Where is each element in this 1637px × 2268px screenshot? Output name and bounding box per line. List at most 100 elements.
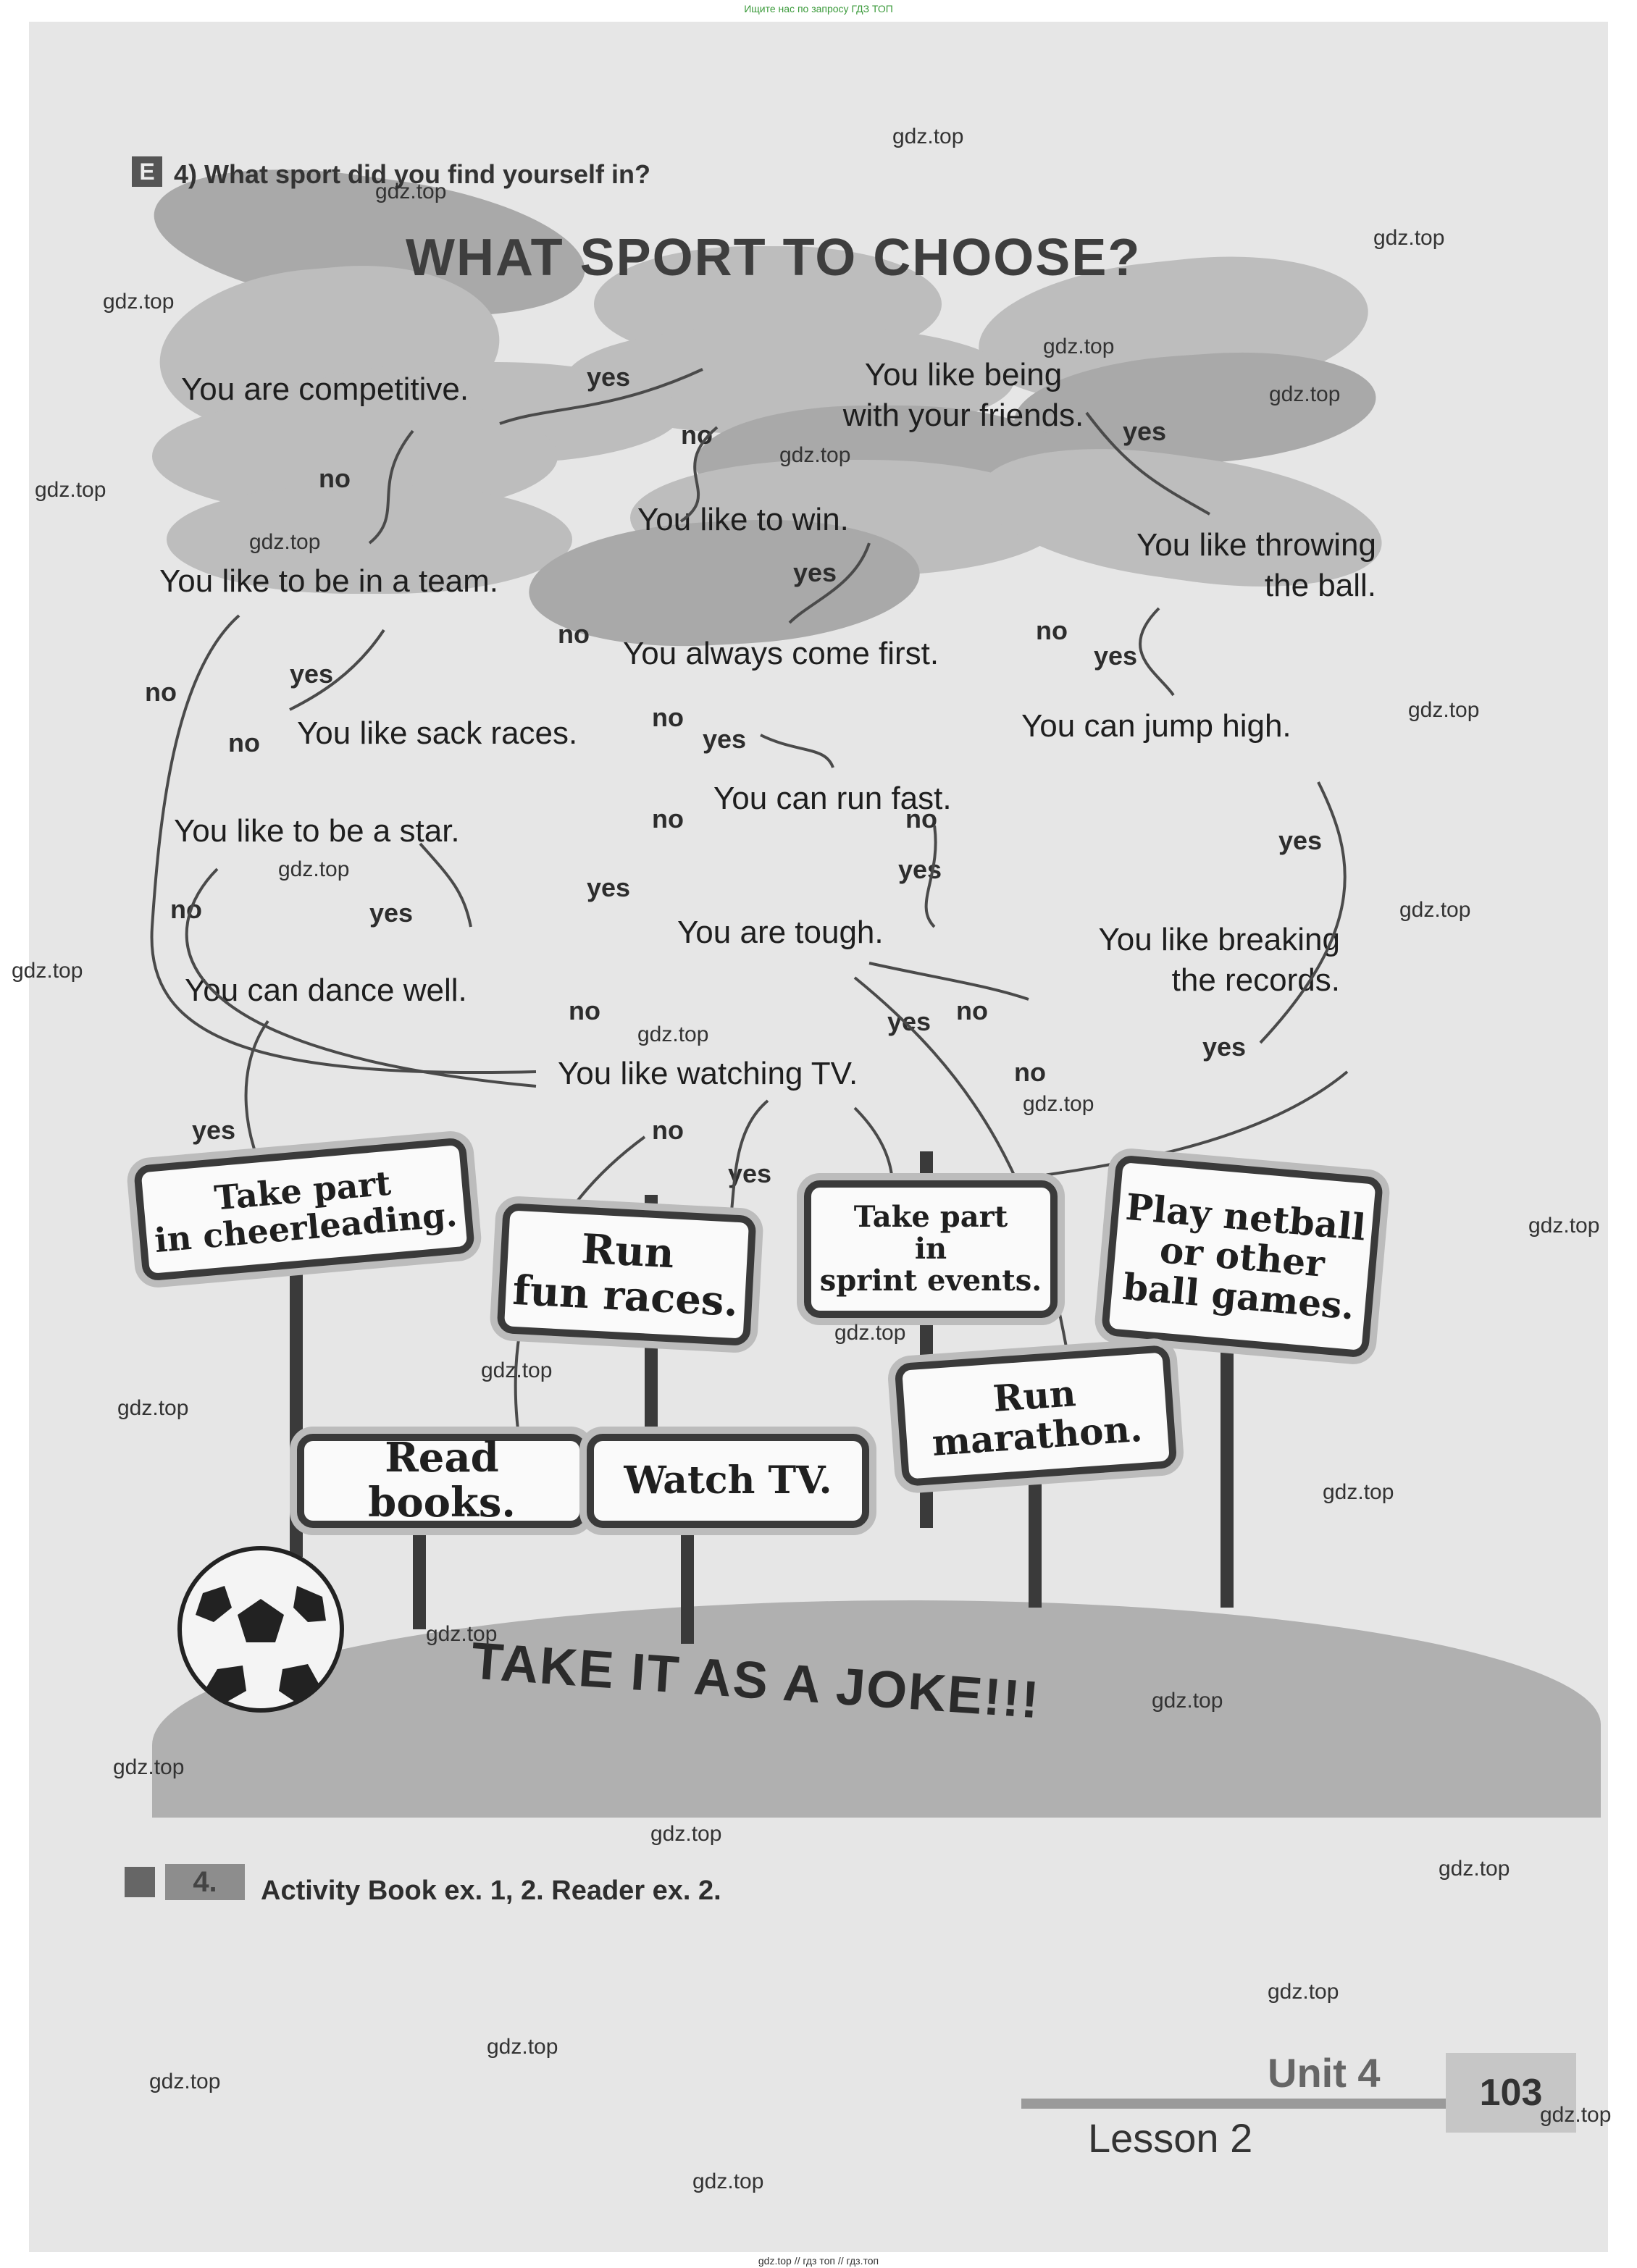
- page-number: 103: [1446, 2053, 1576, 2133]
- watermark: gdz.top: [779, 443, 851, 467]
- label-no: no: [1036, 616, 1068, 645]
- arrow-path: [1139, 607, 1175, 697]
- top-banner: Ищите нас по запросу ГДЗ ТОП: [744, 3, 893, 14]
- activity-number: 4.: [165, 1864, 245, 1900]
- label-yes: yes: [1123, 416, 1167, 446]
- activity-text: Activity Book ex. 1, 2. Reader ex. 2.: [261, 1876, 721, 1906]
- arrow-path: [419, 842, 472, 928]
- watermark: gdz.top: [1269, 382, 1341, 406]
- arrow-path: [1085, 411, 1210, 516]
- node-tough: You are tough.: [677, 915, 884, 950]
- arrow-path: [185, 868, 537, 1088]
- watermark: gdz.top: [12, 959, 83, 983]
- label-yes: yes: [1202, 1032, 1247, 1062]
- label-no: no: [319, 463, 351, 493]
- watermark: gdz.top: [426, 1622, 498, 1646]
- exercise-title: 4) What sport did you find yourself in?: [174, 159, 650, 189]
- arrow-path: [868, 962, 1029, 1001]
- arrow-path: [499, 368, 703, 425]
- watermark: gdz.top: [637, 1022, 709, 1046]
- label-yes: yes: [1094, 641, 1138, 671]
- watermark: gdz.top: [487, 2035, 558, 2059]
- sign-post: [1029, 1477, 1042, 1608]
- label-no: no: [652, 702, 684, 732]
- arrow-path: [788, 542, 871, 624]
- watermark: gdz.top: [1540, 2103, 1612, 2127]
- label-no: no: [228, 728, 260, 757]
- arrow-path: [368, 429, 414, 545]
- label-yes: yes: [290, 659, 334, 689]
- textbook-page: E 4) What sport did you find yourself in…: [29, 22, 1608, 2252]
- soccer-ball-icon: [177, 1546, 344, 1713]
- watermark: gdz.top: [1528, 1214, 1600, 1238]
- watermark: gdz.top: [149, 2070, 221, 2093]
- label-yes: yes: [1278, 826, 1323, 855]
- label-yes: yes: [587, 873, 631, 902]
- watermark: gdz.top: [1439, 1857, 1510, 1881]
- node-star: You like to be a star.: [174, 813, 460, 849]
- arrow-path: [150, 614, 537, 1075]
- watermark: gdz.top: [1323, 1480, 1394, 1504]
- sign-watch-tv: Watch TV.: [587, 1434, 869, 1528]
- sign-read-books: Read books.: [297, 1434, 587, 1528]
- watermark: gdz.top: [692, 2170, 764, 2193]
- sign-post: [1221, 1296, 1234, 1608]
- label-no: no: [905, 804, 937, 833]
- arrow-path: [289, 629, 385, 711]
- label-yes: yes: [703, 724, 747, 754]
- node-runfast: You can run fast.: [713, 781, 952, 816]
- sign-post: [413, 1506, 426, 1629]
- watermark: gdz.top: [1023, 1092, 1094, 1116]
- label-no: no: [558, 619, 590, 649]
- watermark: gdz.top: [249, 530, 321, 554]
- label-yes: yes: [587, 362, 631, 392]
- label-no: no: [652, 804, 684, 833]
- label-yes: yes: [793, 558, 837, 587]
- label-yes: yes: [192, 1115, 236, 1145]
- watermark: gdz.top: [117, 1396, 189, 1420]
- blob-dance: [167, 485, 572, 594]
- arrow-path: [679, 426, 719, 523]
- watermark: gdz.top: [892, 125, 964, 148]
- label-no: no: [652, 1115, 684, 1145]
- label-yes: yes: [369, 898, 414, 928]
- watermark: gdz.top: [375, 180, 447, 203]
- watermark: gdz.top: [113, 1755, 185, 1779]
- bottom-banner: gdz.top // гдз топ // гдз.топ: [758, 2255, 879, 2267]
- arrow-path: [1259, 781, 1347, 1044]
- exercise-icon: E: [132, 156, 162, 187]
- homework-icon: [125, 1867, 155, 1897]
- arrow-path: [924, 825, 937, 928]
- label-no: no: [1014, 1057, 1046, 1087]
- node-dance: You can dance well.: [185, 973, 467, 1008]
- watermark: gdz.top: [1408, 698, 1480, 722]
- watermark: gdz.top: [1268, 1980, 1339, 2004]
- watermark: gdz.top: [35, 478, 106, 502]
- sign-post: [681, 1513, 694, 1644]
- watermark: gdz.top: [278, 857, 350, 881]
- label-no: no: [956, 996, 988, 1025]
- node-first: You always come first.: [623, 636, 939, 671]
- watermark: gdz.top: [1399, 898, 1471, 922]
- node-tv: You like watching TV.: [558, 1056, 858, 1091]
- node-team: You like to be in a team.: [159, 563, 499, 599]
- lesson-bar: [1021, 2099, 1543, 2109]
- watermark: gdz.top: [481, 1358, 553, 1382]
- watermark: gdz.top: [1043, 335, 1115, 358]
- node-sack: You like sack races.: [297, 715, 578, 751]
- node-jump: You can jump high.: [1021, 708, 1291, 744]
- watermark: gdz.top: [1373, 226, 1445, 250]
- watermark: gdz.top: [103, 290, 175, 314]
- arrow-path: [760, 734, 834, 768]
- node-win: You like to win.: [637, 502, 849, 537]
- watermark: gdz.top: [650, 1822, 722, 1846]
- watermark: gdz.top: [834, 1321, 906, 1345]
- arrow-path: [1006, 1070, 1349, 1182]
- watermark: gdz.top: [1152, 1689, 1223, 1713]
